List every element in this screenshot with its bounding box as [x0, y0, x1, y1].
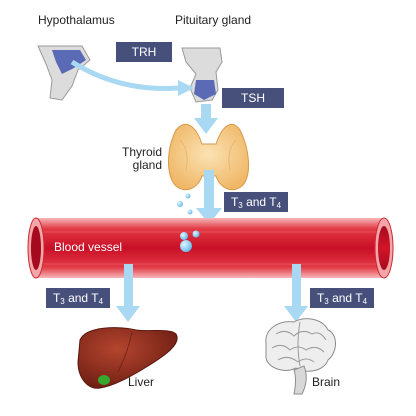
t3-t4-tag-brain: T3 and T4: [310, 288, 374, 308]
t3-subscript: 3: [238, 201, 243, 210]
liver-label: Liver: [128, 375, 155, 389]
t-prefix: T: [91, 291, 99, 305]
t-prefix: T: [355, 291, 363, 305]
thyroid-label: Thyroid gland: [122, 145, 163, 173]
t-prefix: T: [52, 291, 61, 305]
pituitary-label: Pituitary gland: [175, 13, 252, 27]
t-prefix: T: [269, 195, 277, 209]
and-text: and: [64, 291, 92, 305]
trh-arrow: [70, 59, 194, 96]
t4-subscript: 4: [276, 201, 282, 210]
brain-arrow: [284, 264, 308, 322]
liver-arrow: [116, 264, 140, 322]
blood-vessel-illustration: [27, 217, 394, 279]
thyroid-output-arrow: [196, 170, 222, 224]
thyroid-illustration: [168, 123, 249, 191]
trh-tag: TRH: [116, 42, 172, 62]
tsh-arrow: [194, 104, 218, 134]
t4-subscript: 4: [362, 297, 368, 306]
t3-t4-tag-liver: T3 and T4: [46, 288, 110, 308]
t-prefix: T: [230, 195, 239, 209]
hypothalamus-label: Hypothalamus: [38, 13, 115, 27]
brain-illustration: [265, 318, 336, 395]
t3-t4-tag-thyroid: T3 and T4: [224, 192, 288, 212]
t-prefix: T: [316, 291, 325, 305]
t3-subscript: 3: [324, 297, 329, 306]
tsh-tag: TSH: [222, 88, 284, 108]
t4-subscript: 4: [98, 297, 104, 306]
brain-label: Brain: [312, 375, 341, 389]
and-text: and: [242, 195, 270, 209]
hypothalamus-illustration: [37, 45, 91, 101]
blood-vessel-label: Blood vessel: [54, 240, 123, 254]
liver-illustration: [77, 327, 178, 389]
t3-subscript: 3: [60, 297, 65, 306]
thyroid-label-line2: gland: [132, 158, 163, 173]
vessel-hormone-bubbles: [180, 230, 200, 252]
pituitary-illustration: [181, 47, 223, 103]
thyroid-label-line1: Thyroid: [122, 145, 163, 159]
and-text: and: [328, 291, 356, 305]
